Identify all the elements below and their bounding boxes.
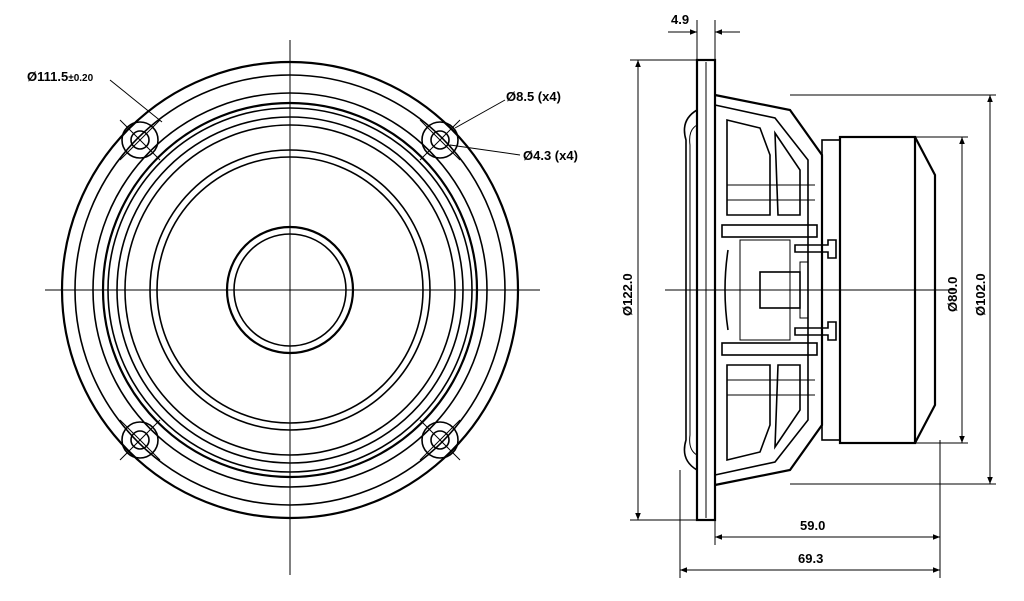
dust-cap-inner xyxy=(233,233,347,347)
frame-outer-ring xyxy=(60,60,520,520)
flange xyxy=(695,58,717,522)
dim-magnet-diameter: Ø80.0 xyxy=(945,277,960,312)
dim-basket-diameter: Ø102.0 xyxy=(973,273,988,316)
dim-overall-diameter: Ø122.0 xyxy=(620,273,635,316)
mounting-hole-tr xyxy=(419,119,461,161)
dim-depth-overall: 69.3 xyxy=(798,551,823,566)
dust-cap-outer xyxy=(225,225,355,355)
leader-hole-large xyxy=(454,99,506,129)
surround-inner xyxy=(124,124,456,456)
frame-ring-5 xyxy=(107,107,473,473)
dim-depth-basket: 59.0 xyxy=(800,518,825,533)
cone-front-contour xyxy=(683,109,698,471)
leader-hole-small xyxy=(449,144,521,156)
bolt-circle-label: Ø111.5±0.20 xyxy=(27,69,94,84)
front-view: Ø111.5±0.20 Ø8.5 (x4) Ø4.3 (x4) xyxy=(27,40,578,575)
frame-ring-3 xyxy=(92,92,488,488)
mounting-hole-br xyxy=(419,419,461,461)
cone-outer-edge xyxy=(149,149,431,431)
magnet-cap xyxy=(914,136,937,444)
frame-ring-2 xyxy=(74,74,506,506)
hole-small-label: Ø4.3 (x4) xyxy=(523,148,578,163)
surround-outer xyxy=(116,116,464,464)
frame-ring-4 xyxy=(101,101,479,479)
cone-inner-edge xyxy=(156,156,424,424)
leader-bolt-circle xyxy=(109,79,163,123)
mounting-hole-bl xyxy=(119,419,161,461)
side-view: 4.9 Ø122.0 Ø80.0 Ø102.0 59.0 69.3 xyxy=(620,12,996,578)
mounting-hole-tl xyxy=(119,119,161,161)
hole-large-label: Ø8.5 (x4) xyxy=(506,89,561,104)
dim-flange-thickness: 4.9 xyxy=(671,12,689,27)
terminal-bottom xyxy=(794,321,837,341)
terminal-top xyxy=(794,239,837,259)
